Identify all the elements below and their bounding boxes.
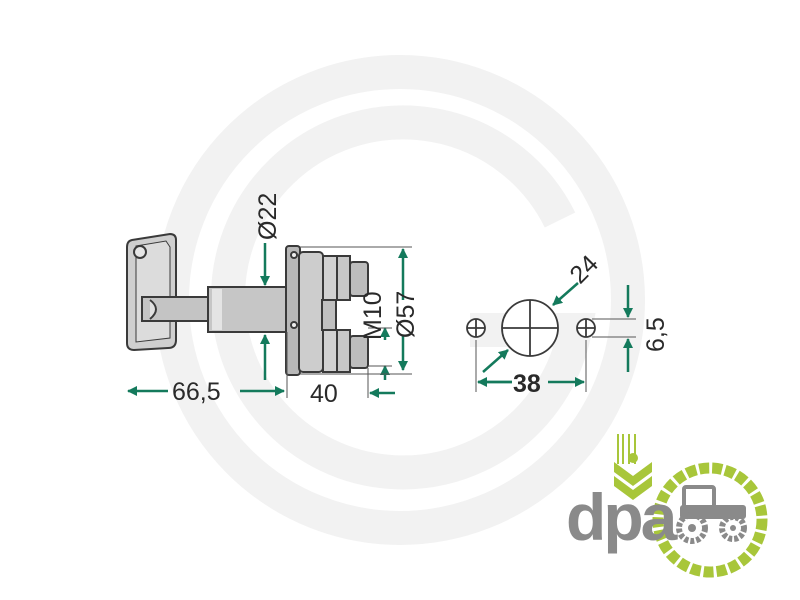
extension-lines-right (475, 318, 636, 392)
small-hole-label: 6,5 (642, 317, 670, 352)
body-length-label: 40 (310, 380, 338, 408)
logo-text: dpa (566, 480, 679, 554)
dpa-logo: dpa (566, 434, 768, 578)
dimension-lines-left (127, 243, 408, 398)
mounting-hole-pattern (466, 299, 596, 357)
thread-label: M10 (359, 291, 387, 340)
hole-diameter-label: 24 (564, 250, 604, 290)
wheat-icon (614, 434, 652, 500)
dimension-lines-right (477, 282, 633, 387)
shaft-diameter-label: Ø22 (254, 193, 282, 240)
tractor-icon (676, 485, 747, 544)
key-length-label: 66,5 (172, 378, 221, 406)
flange-diameter-label: Ø57 (392, 291, 420, 338)
switch-body (207, 245, 369, 376)
hole-spacing-label: 38 (513, 370, 541, 398)
switch-key (126, 232, 211, 352)
extension-lines (286, 246, 412, 398)
